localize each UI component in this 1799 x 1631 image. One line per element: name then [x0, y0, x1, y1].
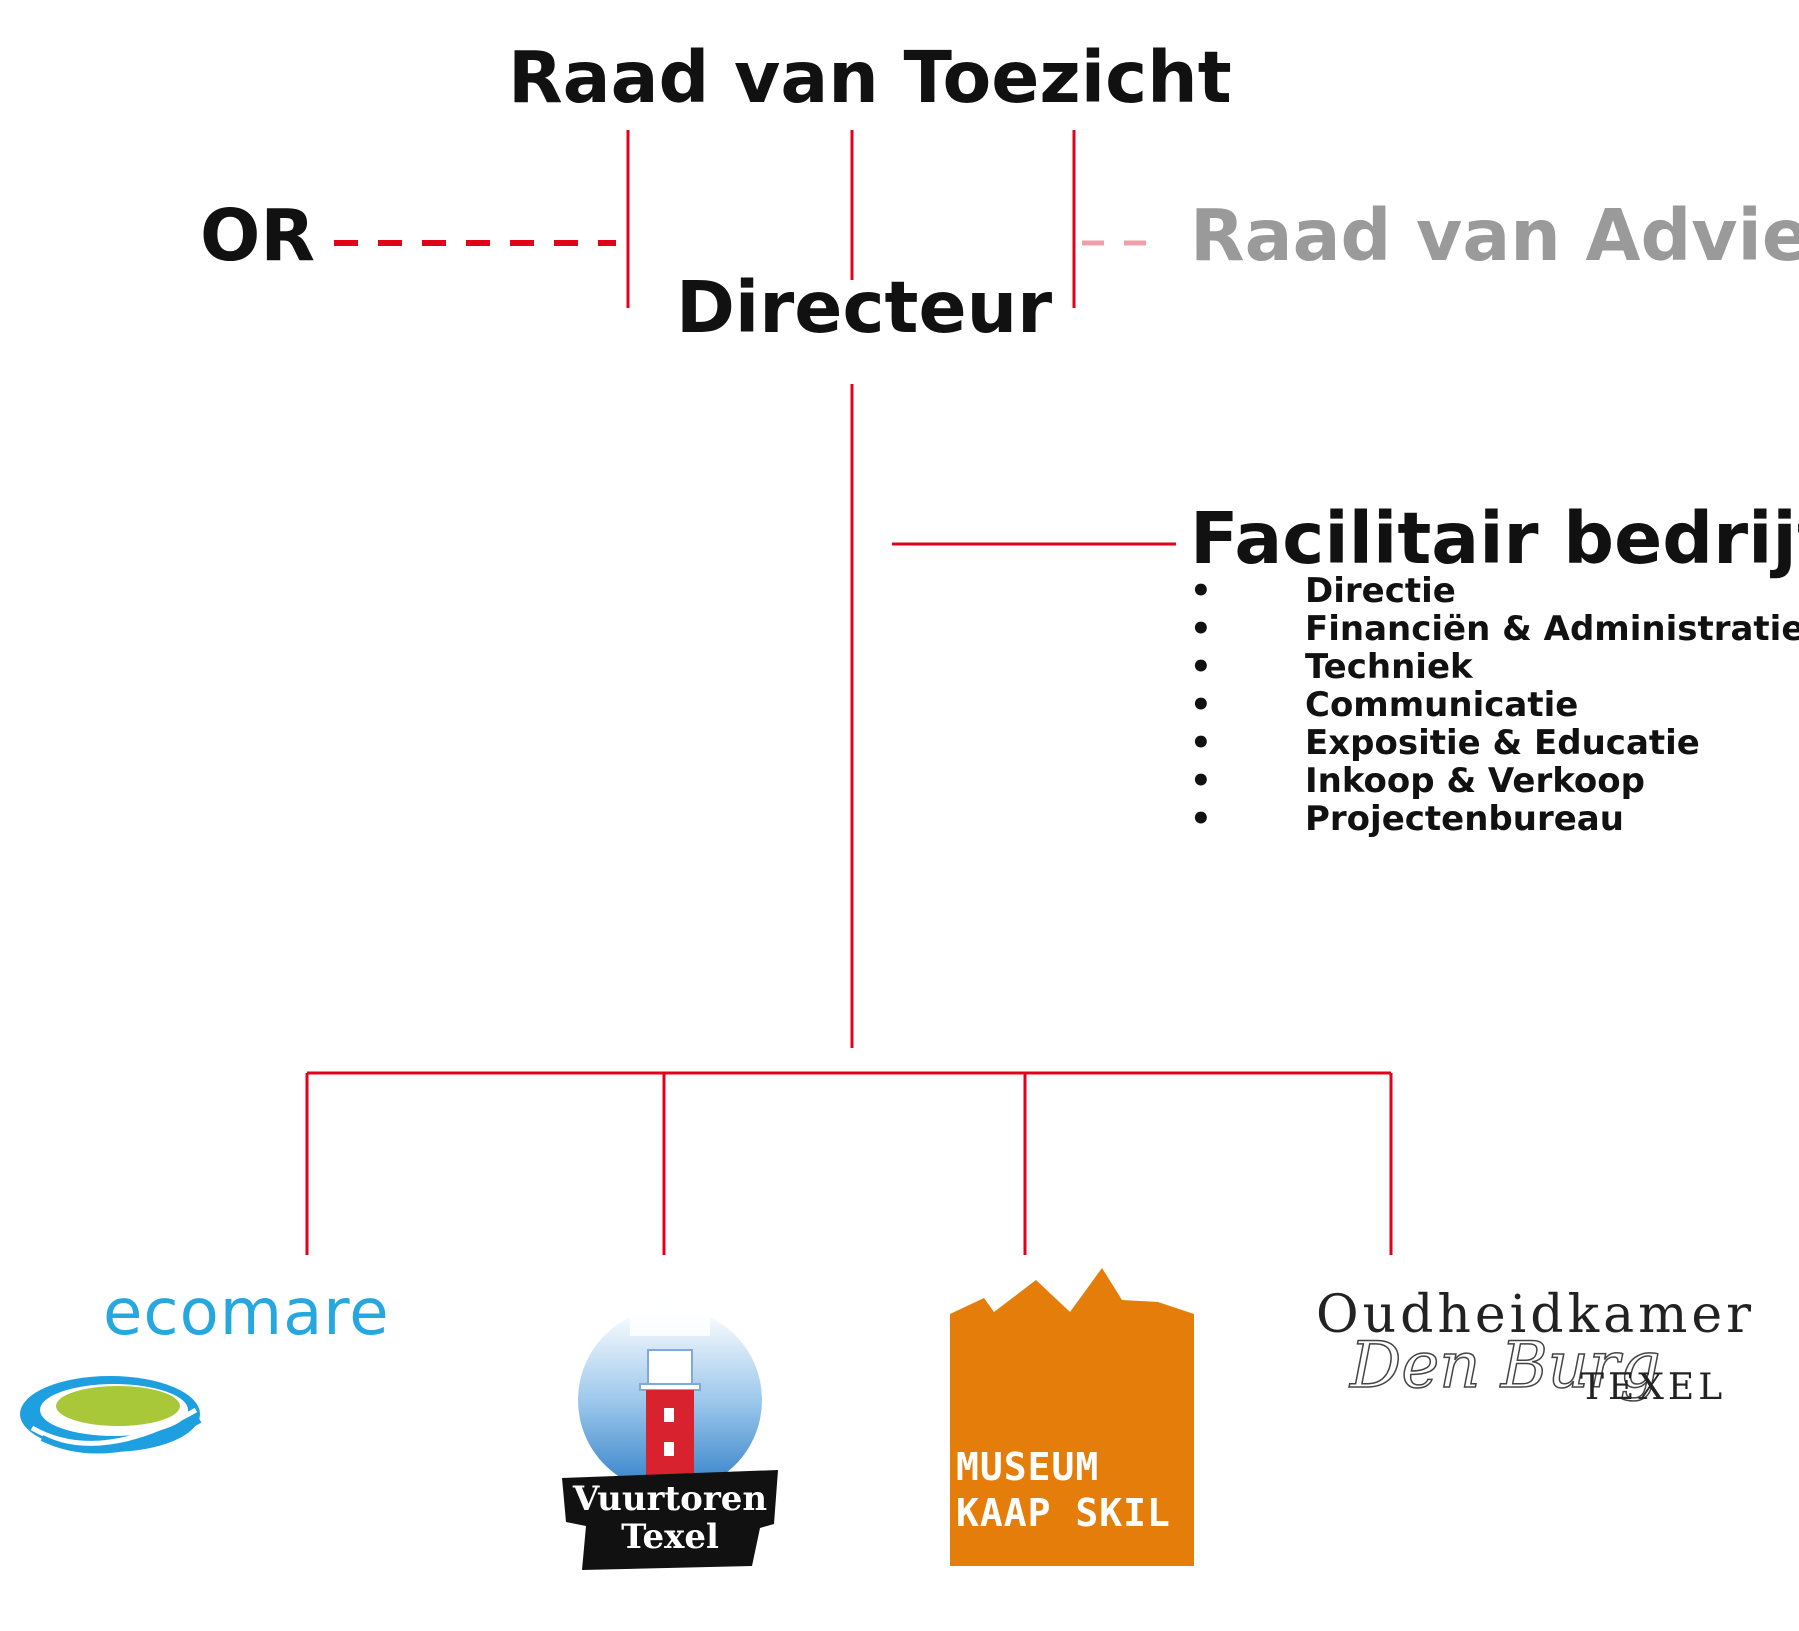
list-item: • Inkoop & Verkoop	[1190, 762, 1799, 800]
facilitair-bedrijf-node: Facilitair bedrijf	[1190, 497, 1799, 580]
department-label: Inkoop & Verkoop	[1305, 761, 1645, 801]
list-item: • Projectenbureau	[1190, 800, 1799, 838]
oudheidkamer-logo: Oudheidkamer Den Burg TEXEL	[1310, 1285, 1780, 1445]
bullet-icon: •	[1190, 685, 1212, 725]
vuurtoren-title: Vuurtoren	[572, 1479, 768, 1519]
oudheidkamer-place: TEXEL	[1580, 1367, 1727, 1408]
vuurtoren-subtitle: Texel	[621, 1517, 719, 1557]
department-label: Projectenbureau	[1305, 799, 1624, 839]
ecomare-logo: ecomare	[18, 1270, 408, 1480]
or-node: OR	[200, 194, 316, 277]
department-label: Expositie & Educatie	[1305, 723, 1700, 763]
bullet-icon: •	[1190, 761, 1212, 801]
ecomare-island-icon	[20, 1376, 202, 1454]
kaap-skil-line1: MUSEUM	[956, 1445, 1100, 1489]
list-item: • Financiën & Administratie	[1190, 610, 1799, 648]
facilitair-department-list: • Directie • Financiën & Administratie • Te…	[1190, 572, 1799, 838]
kaap-skil-line2: KAAP SKIL	[956, 1491, 1171, 1535]
bullet-icon: •	[1190, 571, 1212, 611]
department-label: Financiën & Administratie	[1305, 609, 1799, 649]
directeur-node: Directeur	[676, 266, 1053, 349]
department-label: Directie	[1305, 571, 1456, 611]
raad-van-toezicht-node: Raad van Toezicht	[508, 36, 1232, 119]
bullet-icon: •	[1190, 647, 1212, 687]
vuurtoren-texel-logo: Vuurtoren Texel	[560, 1290, 780, 1570]
vuurtoren-name-plate	[562, 1470, 778, 1570]
museum-kaap-skil-logo: MUSEUM KAAP SKIL	[950, 1268, 1194, 1566]
raad-van-advies-node: Raad van Advies	[1190, 194, 1799, 277]
ecomare-wordmark: ecomare	[103, 1276, 390, 1350]
list-item: • Expositie & Educatie	[1190, 724, 1799, 762]
list-item: • Techniek	[1190, 648, 1799, 686]
bullet-icon: •	[1190, 723, 1212, 763]
oudheidkamer-title: Oudheidkamer	[1316, 1285, 1756, 1345]
lighthouse-icon	[578, 1308, 762, 1490]
kaap-skil-roofline-shape	[950, 1268, 1194, 1566]
bullet-icon: •	[1190, 609, 1212, 649]
department-label: Techniek	[1305, 647, 1473, 687]
bullet-icon: •	[1190, 799, 1212, 839]
list-item: • Communicatie	[1190, 686, 1799, 724]
oudheidkamer-script: Den Burg	[1349, 1328, 1661, 1404]
department-label: Communicatie	[1305, 685, 1579, 725]
list-item: • Directie	[1190, 572, 1799, 610]
